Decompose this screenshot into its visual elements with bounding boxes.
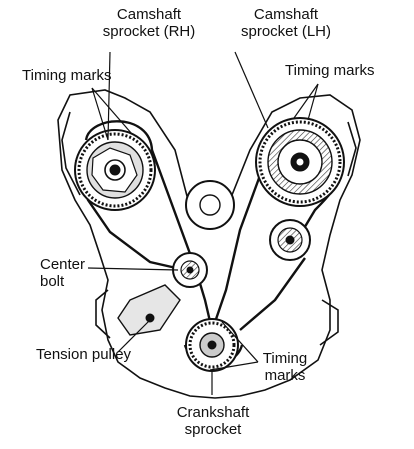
label-timing-marks-bottom: Timing marks (262, 350, 308, 384)
crankshaft-sprocket (185, 318, 239, 372)
label-tension-pulley: Tension pulley (36, 346, 132, 363)
label-cam-lh-line2: sprocket (LH) (240, 23, 332, 40)
camshaft-sprocket-rh (74, 129, 156, 211)
label-center-bolt: Center bolt (40, 256, 86, 290)
label-cam-rh-line2: sprocket (RH) (102, 23, 196, 40)
idler-pulley (269, 219, 311, 261)
center-pulley (185, 180, 235, 230)
label-timing-marks-rh: Timing marks (22, 67, 112, 84)
label-cam-lh-line1: Camshaft (253, 6, 319, 23)
label-camshaft-sprocket-lh: Camshaft sprocket (LH) (216, 6, 356, 40)
tension-pulley-assembly (117, 252, 208, 336)
leader-lines (87, 51, 319, 395)
label-timing-marks-lh: Timing marks (285, 62, 375, 79)
camshaft-sprocket-lh (255, 117, 345, 207)
label-cam-rh-line1: Camshaft (116, 6, 182, 23)
label-camshaft-sprocket-rh: Camshaft sprocket (RH) (74, 6, 224, 40)
label-crankshaft-sprocket: Crankshaft sprocket (176, 404, 250, 438)
